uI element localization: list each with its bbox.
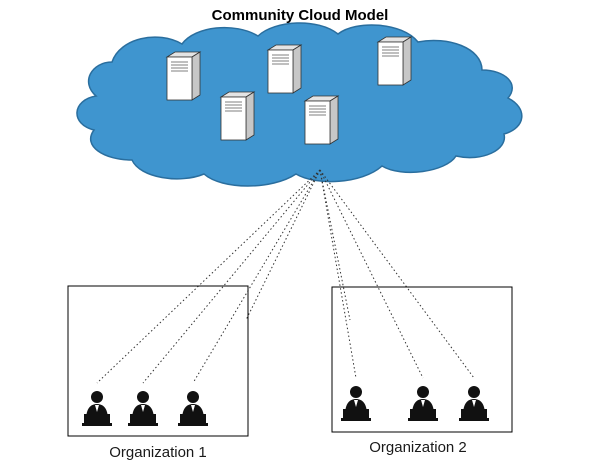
server-front-face (304, 100, 331, 145)
user-collar (191, 405, 195, 412)
laptop-screen (84, 414, 110, 423)
laptop-base (408, 418, 438, 421)
user-head (91, 391, 103, 403)
connection-line (319, 169, 357, 379)
user-collar (421, 400, 425, 407)
user-at-laptop-icon (408, 386, 438, 421)
user-collar (95, 405, 99, 412)
server-side-face (191, 51, 201, 101)
organization-2: Organization 2 (331, 286, 513, 456)
connection-line (319, 169, 475, 379)
server-tower-icon (303, 95, 340, 145)
server-side-face (402, 36, 412, 86)
diagram-title: Community Cloud Model (212, 7, 389, 24)
organization-1-label: Organization 1 (109, 444, 207, 461)
user-at-laptop-icon (178, 391, 208, 426)
server-front-face (166, 56, 193, 101)
laptop-screen (180, 414, 206, 423)
server-tower-icon (266, 44, 303, 94)
server-front-face (267, 49, 294, 94)
server-group (165, 36, 413, 145)
connection-line (319, 169, 351, 321)
user-head (468, 386, 480, 398)
connection-lines (96, 169, 475, 384)
server-side-face (245, 91, 255, 141)
connection-line (245, 169, 321, 321)
user-at-laptop-icon (128, 391, 158, 426)
laptop-base (128, 423, 158, 426)
user-at-laptop-icon (341, 386, 371, 421)
organization-2-box (331, 286, 513, 433)
organization-2-label: Organization 2 (369, 439, 467, 456)
server-front-face (377, 41, 404, 86)
connection-line (319, 169, 424, 379)
connection-line (96, 169, 321, 384)
laptop-screen (410, 409, 436, 418)
user-at-laptop-icon (82, 391, 112, 426)
server-side-face (292, 44, 302, 94)
laptop-base (341, 418, 371, 421)
server-side-face (329, 95, 339, 145)
user-head (417, 386, 429, 398)
user-collar (354, 400, 358, 407)
laptop-base (82, 423, 112, 426)
laptop-screen (343, 409, 369, 418)
user-head (187, 391, 199, 403)
user-at-laptop-icon (459, 386, 489, 421)
server-tower-icon (219, 91, 256, 141)
user-collar (472, 400, 476, 407)
laptop-screen (461, 409, 487, 418)
organization-1-box (67, 285, 249, 437)
user-head (350, 386, 362, 398)
server-tower-icon (165, 51, 202, 101)
connection-line (142, 169, 321, 384)
laptop-screen (130, 414, 156, 423)
connection-line (192, 169, 321, 384)
laptop-base (178, 423, 208, 426)
laptop-base (459, 418, 489, 421)
server-tower-icon (376, 36, 413, 86)
organization-1: Organization 1 (67, 285, 249, 461)
user-head (137, 391, 149, 403)
user-group (82, 386, 489, 426)
user-collar (141, 405, 145, 412)
server-front-face (220, 96, 247, 141)
